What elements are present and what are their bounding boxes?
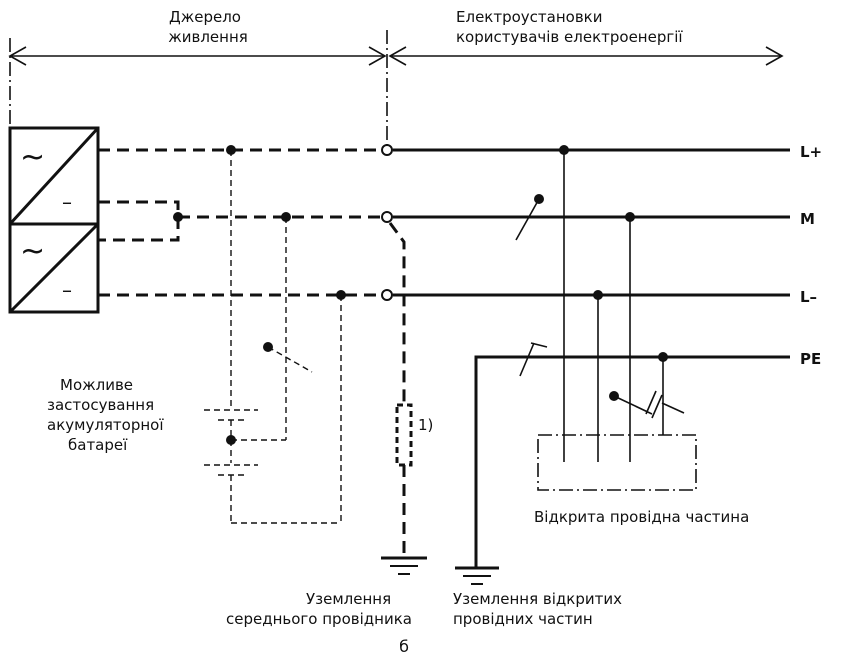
optional-battery-circuit [204,150,342,524]
earthing-impedance-1 [395,403,413,467]
label-l-minus: L– [800,288,817,306]
label-pe: PE [800,350,821,368]
source-title-line2: живлення [168,28,248,46]
exposed-part-label: Відкрита провідна частина [534,508,749,526]
dc-symbol-bottom: – [62,278,72,302]
rectifier-unit-bottom: ~ – [8,222,100,314]
dc-symbol-top: – [62,190,72,214]
earthing-exposed-line1: Уземлення відкритих [453,590,622,608]
exposed-conductive-part-box [537,434,697,491]
pe-tick-mark [519,342,535,377]
earth-symbol-exposed [455,566,499,585]
source-title-line1: Джерело [169,8,241,26]
pe-break-mark-1 [645,390,657,415]
terminal-l-plus [381,144,393,156]
earthing-exposed-line2: провідних частин [453,610,593,628]
installations-title-line2: користувачів електроенергії [456,28,683,46]
junction-load-l-plus [559,145,569,155]
ac-symbol-top: ~ [20,140,45,175]
battery-note-line4: батареї [68,436,128,454]
source-span-arrow [8,46,387,66]
junction-load-m [625,212,635,222]
battery-note-line2: застосування [47,396,154,414]
figure-label: б [399,637,409,656]
pe-tick-cap [530,342,548,348]
pe-break-mark-2 [651,394,663,419]
junction-midpoint [173,212,183,222]
terminal-l-minus [381,289,393,301]
label-l-plus: L+ [800,143,822,161]
earthing-middle-line2: середнього провідника [226,610,412,628]
terminal-m [381,211,393,223]
earthing-middle-line1: Уземлення [306,590,391,608]
label-m: M [800,210,815,228]
installations-title-line1: Електроустановки [456,8,602,26]
switch-blade-pe [613,395,653,415]
junction-load-pe [658,352,668,362]
middle-earthing-conductor [388,222,406,405]
battery-note-line3: акумуляторної [47,416,164,434]
switch-blade-m [515,198,540,241]
junction-load-l-minus [593,290,603,300]
rectifier-unit-top: ~ – [8,126,100,226]
battery-note-line1: Можливе [60,376,133,394]
footnote-marker: 1) [418,416,433,434]
ac-symbol-bottom: ~ [20,234,45,269]
pe-break-cap [661,402,685,414]
source-midpoint-link [98,200,180,242]
earth-symbol-middle [381,556,427,575]
installations-span-arrow [388,46,784,66]
bus-pe [474,355,790,568]
